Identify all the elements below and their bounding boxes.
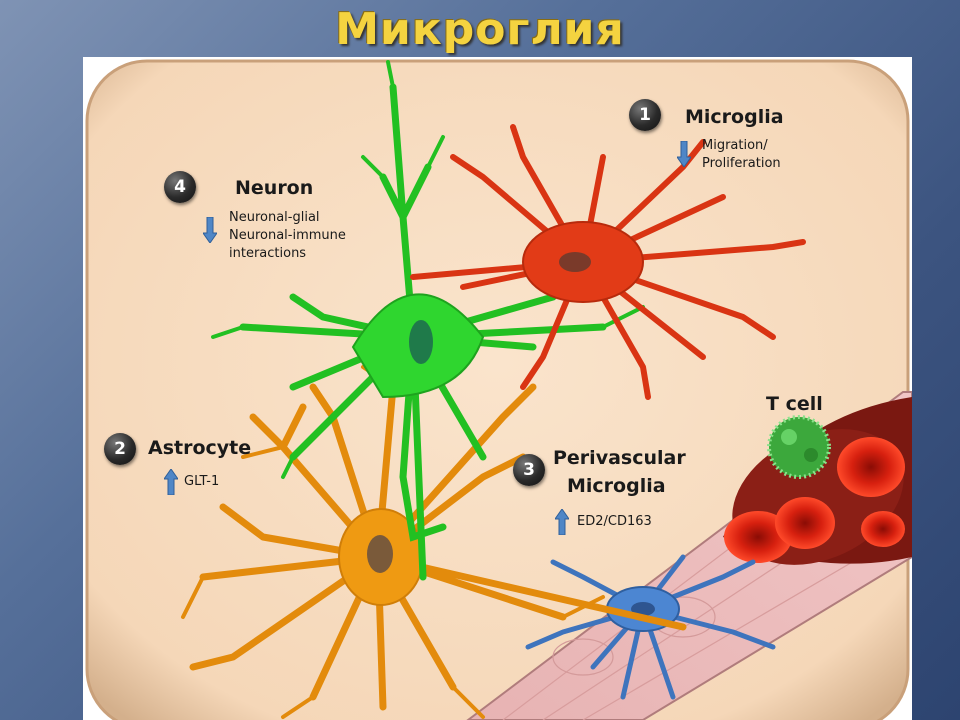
red-blood-cell [837, 437, 905, 497]
microglia-line-1: Migration/ [702, 138, 768, 153]
arrow-up-icon [555, 509, 569, 535]
astrocyte-title: Astrocyte [148, 437, 252, 459]
slide-title: Микроглия [335, 4, 625, 55]
step-badge-1: 1 [629, 99, 661, 131]
microglia-title: Microglia [685, 106, 784, 128]
astrocyte-marker: GLT-1 [184, 474, 220, 489]
perivascular-marker: ED2/CD163 [577, 514, 652, 529]
step-badge-4: 4 [164, 171, 196, 203]
perivascular-title-line-2: Microglia [567, 475, 666, 497]
neuron-description: Neuronal-glial Neuronal-immune interacti… [229, 209, 346, 263]
diagram-illustration [85, 59, 912, 720]
arrow-up-icon [164, 469, 178, 495]
arrow-down-icon [677, 141, 691, 167]
step-badge-3: 3 [513, 454, 545, 486]
astrocyte-cell [181, 353, 687, 719]
perivascular-title-line-1: Perivascular [553, 447, 686, 469]
red-blood-cell [861, 511, 905, 547]
neuron-line-2: Neuronal-immune [229, 228, 346, 243]
neuron-line-3: interactions [229, 246, 307, 261]
neuron-title: Neuron [235, 177, 314, 199]
microglia-cell [410, 124, 806, 400]
step-badge-2: 2 [104, 433, 136, 465]
neuron-cell [211, 60, 645, 581]
t-cell [767, 415, 831, 479]
diagram-panel: 1 Microglia Migration/ Proliferation 4 N… [83, 57, 912, 720]
red-blood-cell [724, 511, 792, 563]
microglia-description: Migration/ Proliferation [702, 137, 781, 173]
tcell-title: T cell [766, 393, 823, 415]
neuron-line-1: Neuronal-glial [229, 210, 320, 225]
red-blood-cell [775, 497, 835, 549]
arrow-down-icon [203, 217, 217, 243]
microglia-line-2: Proliferation [702, 156, 781, 171]
